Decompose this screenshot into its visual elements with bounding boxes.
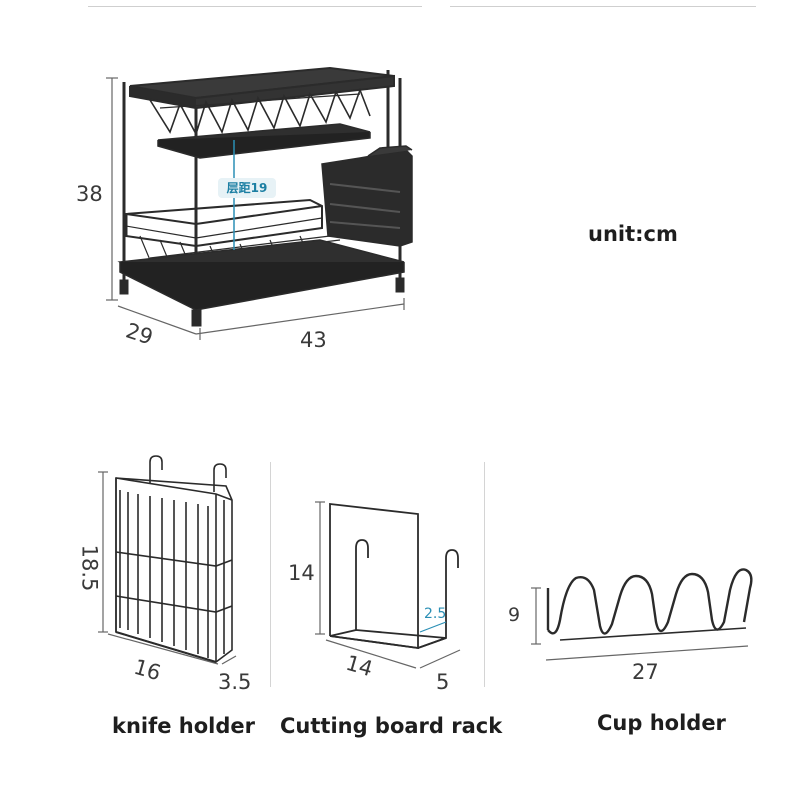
knife-holder-height-label: 18.5: [77, 544, 102, 592]
cup-holder-caption: Cup holder: [597, 711, 726, 735]
unit-label: unit:cm: [588, 222, 678, 246]
cutting-board-rack-illustration: [315, 501, 461, 669]
cutting-board-rack-caption: Cutting board rack: [280, 714, 503, 738]
knife-holder-illustration: [98, 455, 237, 665]
tier-spacing-tag: 层距19: [218, 178, 276, 198]
cutting-board-gap-label: 2.5: [424, 606, 447, 622]
knife-holder-depth-label: 3.5: [218, 670, 252, 694]
rack-height-label: 38: [76, 182, 103, 206]
rack-width-label: 43: [300, 328, 327, 352]
top-divider-right: [450, 6, 756, 7]
cutting-board-height-label: 14: [288, 561, 315, 585]
cup-holder-height-label: 9: [508, 604, 521, 626]
cup-holder-illustration: [531, 568, 753, 661]
knife-holder-caption: knife holder: [112, 714, 256, 738]
cup-holder-width-label: 27: [632, 660, 659, 684]
cutting-board-depth-label: 5: [436, 670, 450, 694]
top-divider-left: [88, 6, 422, 7]
dish-rack-illustration: [106, 66, 413, 340]
divider-line: [270, 462, 271, 687]
divider-line: [484, 462, 485, 687]
